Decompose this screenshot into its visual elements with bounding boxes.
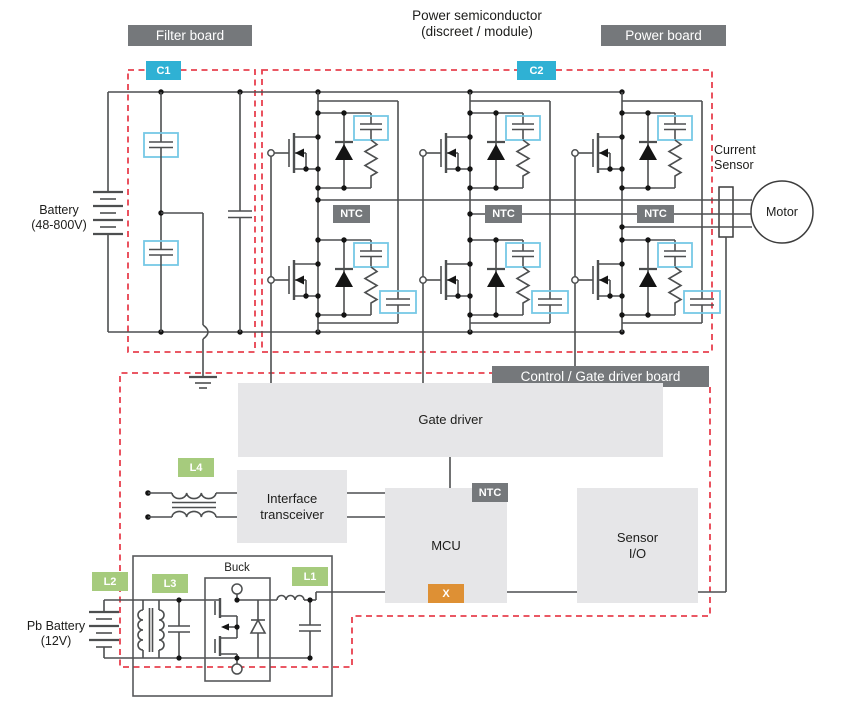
transceiver-mcu-wires (347, 492, 385, 518)
gate-driver-block: Gate driver (238, 383, 663, 457)
interface-choke-symbol (145, 490, 237, 520)
emi-choke-symbol (137, 600, 165, 658)
power-semiconductor-title: Power semiconductor (discreet / module) (412, 8, 542, 39)
hv-battery-label: Battery (48-800V) (31, 203, 87, 232)
buck-label: Buck (224, 562, 250, 574)
pb-battery-symbol (89, 600, 119, 658)
mcu-block: MCU (385, 488, 507, 603)
motor-symbol (750, 180, 814, 244)
inverter-leg-2 (418, 90, 570, 385)
x-badge: X (428, 584, 464, 603)
current-sensor-label: Current Sensor (714, 143, 756, 172)
psu-input-capacitor (168, 597, 190, 661)
ntc-badge-mcu: NTC (472, 483, 508, 502)
c2-badge: C2 (517, 61, 556, 80)
power-board-badge: Power board (601, 25, 726, 46)
ntc-badge-leg2: NTC (485, 205, 522, 223)
inverter-leg-3 (570, 90, 722, 385)
output-filter (276, 594, 321, 661)
psu-module-outline (132, 555, 333, 697)
buck-converter-symbol (204, 577, 277, 682)
sensor-io-block: Sensor I/O (577, 488, 698, 603)
inverter-leg-1 (266, 90, 418, 385)
ground-symbol (189, 375, 217, 389)
l1-badge: L1 (292, 567, 328, 586)
supply-lines (315, 591, 726, 600)
ntc-badge-leg3: NTC (637, 205, 674, 223)
ground-wire (161, 212, 209, 377)
dc-link-capacitor (228, 92, 252, 332)
psu-wires (104, 599, 310, 659)
filter-capacitor-branch (143, 92, 179, 332)
l3-badge: L3 (152, 574, 188, 593)
ntc-badge-leg1: NTC (333, 205, 370, 223)
phase-lines (315, 197, 752, 230)
power-board-outline (261, 69, 713, 353)
interface-transceiver-block: Interface transceiver (237, 470, 347, 543)
c1-badge: C1 (146, 61, 181, 80)
control-board-badge: Control / Gate driver board (492, 366, 709, 387)
filter-board-badge: Filter board (128, 25, 252, 46)
current-sensor-symbol (718, 186, 734, 238)
l2-badge: L2 (92, 572, 128, 591)
l4-badge: L4 (178, 458, 214, 477)
pb-battery-label: Pb Battery (12V) (26, 619, 86, 648)
motor-label: Motor (766, 205, 798, 219)
filter-board-outline (127, 69, 256, 353)
hv-battery-symbol (93, 92, 123, 332)
